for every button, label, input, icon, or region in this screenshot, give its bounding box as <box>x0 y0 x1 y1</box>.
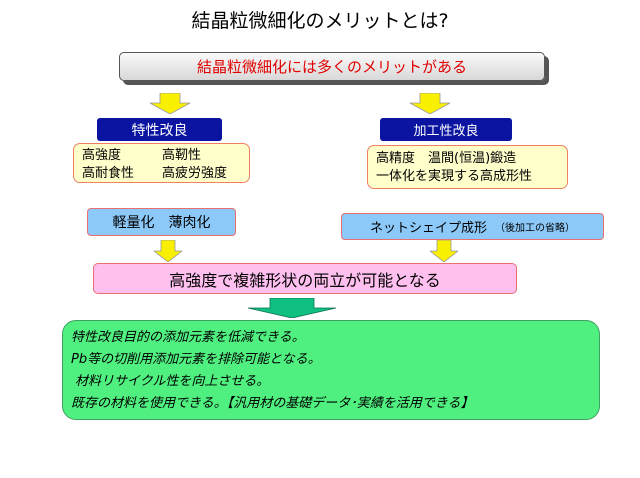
workability-improvement-header: 加工性改良 <box>380 118 512 141</box>
main-banner: 結晶粒微細化には多くのメリットがある <box>119 52 545 81</box>
benefit-item: 材料リサイクル性を向上させる。 <box>75 374 270 389</box>
net-shape-label: ネットシェイプ成形 <box>369 221 487 236</box>
benefit-item: 既存の材料を使用できる。【汎用材の基礎データ･実績を活用できる】 <box>71 396 474 411</box>
benefit-item: Pb等の切削用添加元素を排除可能となる。 <box>71 352 321 367</box>
conclusion-box: 高強度で複雑形状の両立が可能となる <box>93 263 517 294</box>
property-improvement-header: 特性改良 <box>97 118 222 141</box>
page-title: 結晶粒微細化のメリットとは? <box>191 10 449 32</box>
down-arrow-icon <box>248 298 336 318</box>
down-arrow-icon <box>154 240 182 262</box>
down-arrow-icon <box>430 240 458 262</box>
property-item: 高疲労強度 <box>162 166 228 181</box>
down-arrow-icon <box>410 93 450 114</box>
property-item: 高強度 <box>82 148 122 163</box>
down-arrow-icon <box>150 93 190 114</box>
benefit-item: 特性改良目的の添加元素を低減できる。 <box>71 330 305 345</box>
property-list: 高強度 高靭性 高耐食性 高疲労強度 <box>73 143 250 183</box>
workability-list: 高精度 温間(恒温)鍛造 一体化を実現する高成形性 <box>367 145 568 189</box>
net-shape-note: （後加工の省略） <box>495 223 575 234</box>
net-shape-box: ネットシェイプ成形 （後加工の省略） <box>341 213 604 240</box>
benefits-box: 特性改良目的の添加元素を低減できる。 Pb等の切削用添加元素を排除可能となる。 … <box>62 320 600 420</box>
workability-item: 高精度 温間(恒温)鍛造 <box>376 151 517 166</box>
workability-item: 一体化を実現する高成形性 <box>376 169 533 184</box>
lightweight-box: 軽量化 薄肉化 <box>87 208 236 236</box>
property-item: 高耐食性 <box>82 166 135 181</box>
property-item: 高靭性 <box>162 148 202 163</box>
